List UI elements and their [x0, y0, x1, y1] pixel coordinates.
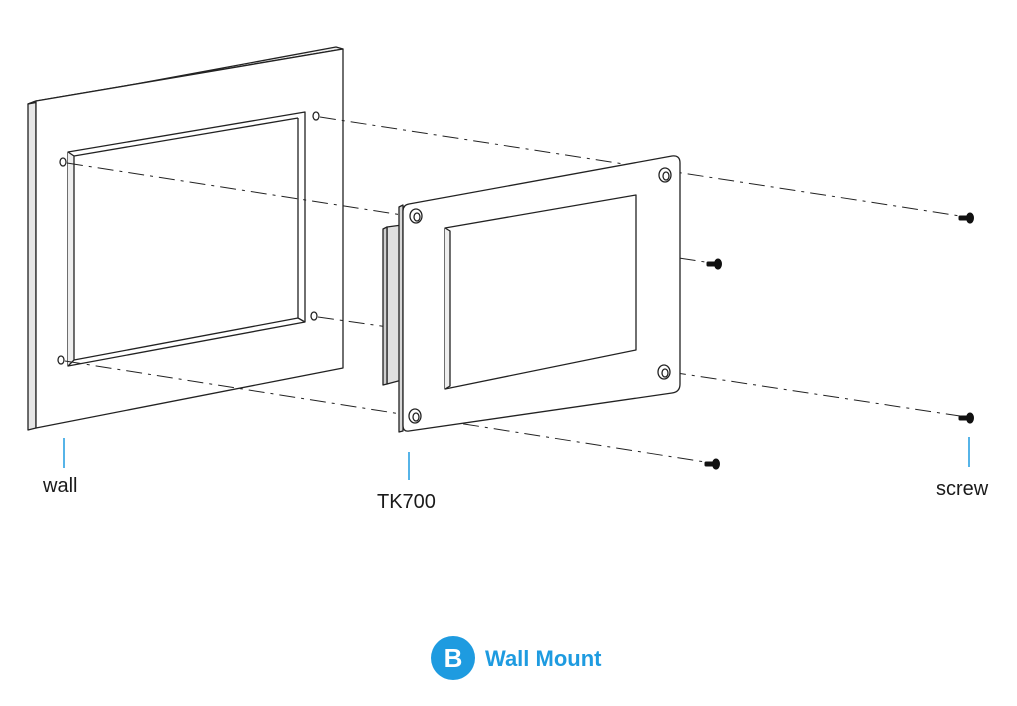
device-hole-inner [412, 412, 420, 422]
wall-cutout-depth-top [73, 117, 299, 157]
device-hole-inner [661, 368, 669, 378]
screws [704, 212, 974, 470]
wall-cutout-depth [67, 151, 75, 367]
device-screen-depth [444, 227, 451, 390]
device-rear-body-edge [382, 226, 388, 386]
caption-title: Wall Mount [485, 646, 602, 671]
device-frame-edge [398, 204, 404, 433]
caption: B Wall Mount [431, 636, 602, 680]
screw [706, 258, 722, 270]
label-leaders [63, 437, 970, 480]
wall-label: wall [42, 475, 77, 497]
screw [704, 458, 720, 470]
wall-hole [59, 157, 67, 167]
tk700-device [382, 155, 681, 433]
alignment-line [317, 316, 389, 328]
screw-label: screw [936, 478, 989, 500]
screw [958, 212, 974, 224]
wall-side-face [27, 100, 37, 431]
wall-hole [312, 111, 320, 121]
alignment-line [64, 360, 706, 463]
wall-cutout [67, 111, 306, 367]
screw [958, 412, 974, 424]
device-mount-holes [408, 167, 672, 424]
wall-cutout-depth-bottom [73, 317, 299, 361]
alignment-line [669, 371, 961, 417]
device-hole-inner [662, 171, 670, 181]
caption-badge-letter: B [444, 643, 463, 673]
wall-hole [57, 355, 65, 365]
device-hole-inner [413, 212, 421, 222]
device-label: TK700 [377, 491, 436, 513]
wall-hole [310, 311, 318, 321]
wall-panel [27, 46, 344, 431]
caption-badge [431, 636, 475, 680]
